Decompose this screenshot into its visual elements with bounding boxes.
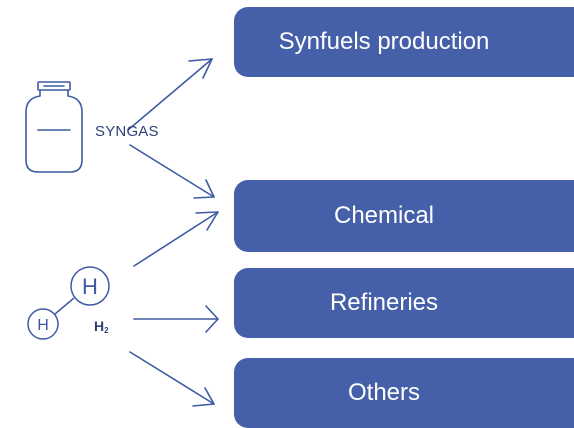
- h2-label-symbol: H: [94, 318, 105, 334]
- arrow-h2-to-chemical: [133, 211, 219, 267]
- h-atom-large-label: H: [82, 274, 98, 299]
- destination-chemical: Chemical: [234, 180, 574, 252]
- gas-cylinder-icon: [25, 81, 83, 173]
- destination-label: Synfuels production: [278, 28, 490, 55]
- h2-label-subscript: 2: [104, 326, 109, 335]
- arrow-syngas-to-synfuels: [127, 58, 213, 131]
- h-atom-small-label: H: [37, 317, 49, 334]
- destination-label: Refineries: [329, 289, 439, 316]
- destination-others: Others: [234, 358, 574, 428]
- arrow-h2-to-others: [129, 351, 215, 407]
- syngas-label: SYNGAS: [95, 123, 159, 140]
- destination-label: Chemical: [333, 202, 435, 229]
- arrow-h2-to-refineries: [133, 305, 219, 333]
- h2-label: H2: [94, 318, 109, 335]
- destination-synfuels-production: Synfuels production: [234, 7, 574, 77]
- arrow-syngas-to-chemical: [129, 144, 215, 199]
- destination-refineries: Refineries: [234, 268, 574, 338]
- hydrogen-molecule-icon: [27, 266, 110, 340]
- destination-label: Others: [347, 379, 421, 406]
